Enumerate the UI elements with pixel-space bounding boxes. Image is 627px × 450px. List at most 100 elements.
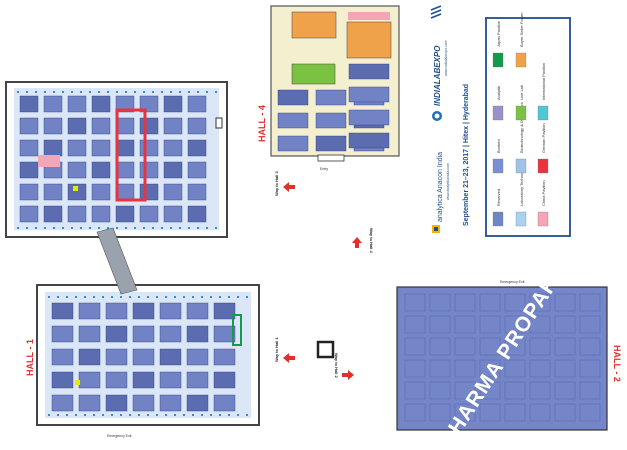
hall-1-booth[interactable] — [186, 302, 209, 320]
hall-4-booth[interactable] — [277, 89, 309, 106]
hall-1-booth[interactable] — [105, 394, 128, 412]
hall-4-booth[interactable] — [277, 135, 309, 152]
hall-2-booth[interactable] — [529, 381, 551, 400]
hall-3-booth[interactable] — [67, 139, 87, 157]
hall-3-booth[interactable] — [19, 117, 39, 135]
hall-2[interactable]: PHARMA PROPAK — [396, 272, 608, 450]
hall-1-booth[interactable] — [51, 348, 74, 366]
hall-2-booth[interactable] — [504, 381, 526, 400]
hall-3-booth[interactable] — [67, 117, 87, 135]
hall-1-booth[interactable] — [213, 394, 236, 412]
hall-1-booth[interactable] — [78, 394, 101, 412]
hall-2-booth[interactable] — [579, 403, 601, 422]
hall-4-booth[interactable] — [315, 135, 347, 152]
hall-3-booth[interactable] — [139, 161, 159, 179]
hall-3-booth[interactable] — [163, 139, 183, 157]
hall-1-booth[interactable] — [159, 348, 182, 366]
hall-1-booth[interactable] — [213, 371, 236, 389]
hall-2-booth[interactable] — [554, 293, 576, 312]
hall-2-booth[interactable] — [529, 337, 551, 356]
hall-2-booth[interactable] — [554, 359, 576, 378]
hall-1-booth[interactable] — [78, 371, 101, 389]
hall-2-booth[interactable] — [454, 403, 476, 422]
hall-1-booth[interactable] — [159, 302, 182, 320]
hall-2-booth[interactable] — [504, 315, 526, 334]
hall-3-booth[interactable] — [115, 117, 135, 135]
hall-3-booth[interactable] — [139, 117, 159, 135]
hall-4-booth[interactable] — [315, 89, 347, 106]
hall-3-booth[interactable] — [187, 161, 207, 179]
hall-1-booth[interactable] — [78, 325, 101, 343]
hall-2-booth[interactable] — [404, 359, 426, 378]
hall-3-booth[interactable] — [139, 95, 159, 113]
hall-3-booth[interactable] — [91, 161, 111, 179]
hall-3-booth[interactable] — [115, 183, 135, 201]
hall-3-booth[interactable] — [67, 161, 87, 179]
hall-1-booth[interactable] — [159, 325, 182, 343]
hall-1-booth[interactable] — [213, 348, 236, 366]
hall-1-booth[interactable] — [132, 348, 155, 366]
hall-3-booth[interactable] — [187, 205, 207, 223]
hall-4-booth[interactable] — [315, 112, 347, 129]
hall-2-booth[interactable] — [529, 403, 551, 422]
hall-2-booth[interactable] — [429, 359, 451, 378]
hall-3-booth[interactable] — [139, 139, 159, 157]
hall-3-booth[interactable] — [67, 95, 87, 113]
hall-3-booth[interactable] — [43, 139, 63, 157]
hall-2-booth[interactable] — [554, 337, 576, 356]
hall-2-booth[interactable] — [479, 403, 501, 422]
hall-1-booth[interactable] — [213, 325, 236, 343]
hall-2-booth[interactable] — [504, 403, 526, 422]
hall-3-booth[interactable] — [115, 205, 135, 223]
hall-2-booth[interactable] — [504, 359, 526, 378]
hall-3-booth[interactable] — [67, 183, 87, 201]
hall-2-booth[interactable] — [429, 315, 451, 334]
hall-3-booth[interactable] — [139, 205, 159, 223]
hall-1-booth[interactable] — [213, 302, 236, 320]
hall-3-booth[interactable] — [163, 161, 183, 179]
hall-3-booth[interactable] — [91, 117, 111, 135]
hall-2-booth[interactable] — [479, 381, 501, 400]
hall-2-booth[interactable] — [454, 315, 476, 334]
hall-1-booth[interactable] — [132, 302, 155, 320]
hall-1-booth[interactable] — [186, 371, 209, 389]
hall-2-booth[interactable] — [479, 337, 501, 356]
hall-1-booth[interactable] — [186, 394, 209, 412]
hall-3-booth[interactable] — [19, 95, 39, 113]
hall-2-booth[interactable] — [554, 403, 576, 422]
hall-2-booth[interactable] — [404, 337, 426, 356]
hall-3-booth[interactable] — [163, 117, 183, 135]
hall-3-booth[interactable] — [91, 183, 111, 201]
hall-2-booth[interactable] — [579, 315, 601, 334]
hall-2-booth[interactable] — [579, 337, 601, 356]
hall-4-booth[interactable] — [348, 132, 390, 149]
hall-2-booth[interactable] — [404, 315, 426, 334]
hall-2-booth[interactable] — [429, 381, 451, 400]
hall-1-booth[interactable] — [105, 325, 128, 343]
hall-3[interactable] — [5, 81, 228, 238]
hall-2-booth[interactable] — [479, 359, 501, 378]
hall-3-booth[interactable] — [43, 183, 63, 201]
hall-3-booth[interactable] — [187, 117, 207, 135]
hall-3-booth[interactable] — [67, 205, 87, 223]
hall-3-booth[interactable] — [19, 139, 39, 157]
hall-3-booth[interactable] — [187, 139, 207, 157]
hall-1-booth[interactable] — [51, 302, 74, 320]
hall-3-booth[interactable] — [91, 139, 111, 157]
hall-1-booth[interactable] — [186, 348, 209, 366]
hall-2-booth[interactable] — [454, 381, 476, 400]
hall-3-booth[interactable] — [115, 161, 135, 179]
hall-2-booth[interactable] — [529, 315, 551, 334]
hall-1-booth[interactable] — [186, 325, 209, 343]
hall-1-booth[interactable] — [132, 371, 155, 389]
hall-1-booth[interactable] — [51, 325, 74, 343]
hall-2-booth[interactable] — [429, 337, 451, 356]
hall-1-booth[interactable] — [78, 348, 101, 366]
hall-1-booth[interactable] — [78, 302, 101, 320]
hall-1-booth[interactable] — [132, 325, 155, 343]
hall-2-booth[interactable] — [529, 359, 551, 378]
hall-2-booth[interactable] — [429, 293, 451, 312]
hall-3-booth[interactable] — [19, 183, 39, 201]
hall-3-booth[interactable] — [19, 161, 39, 179]
hall-2-booth[interactable] — [579, 359, 601, 378]
